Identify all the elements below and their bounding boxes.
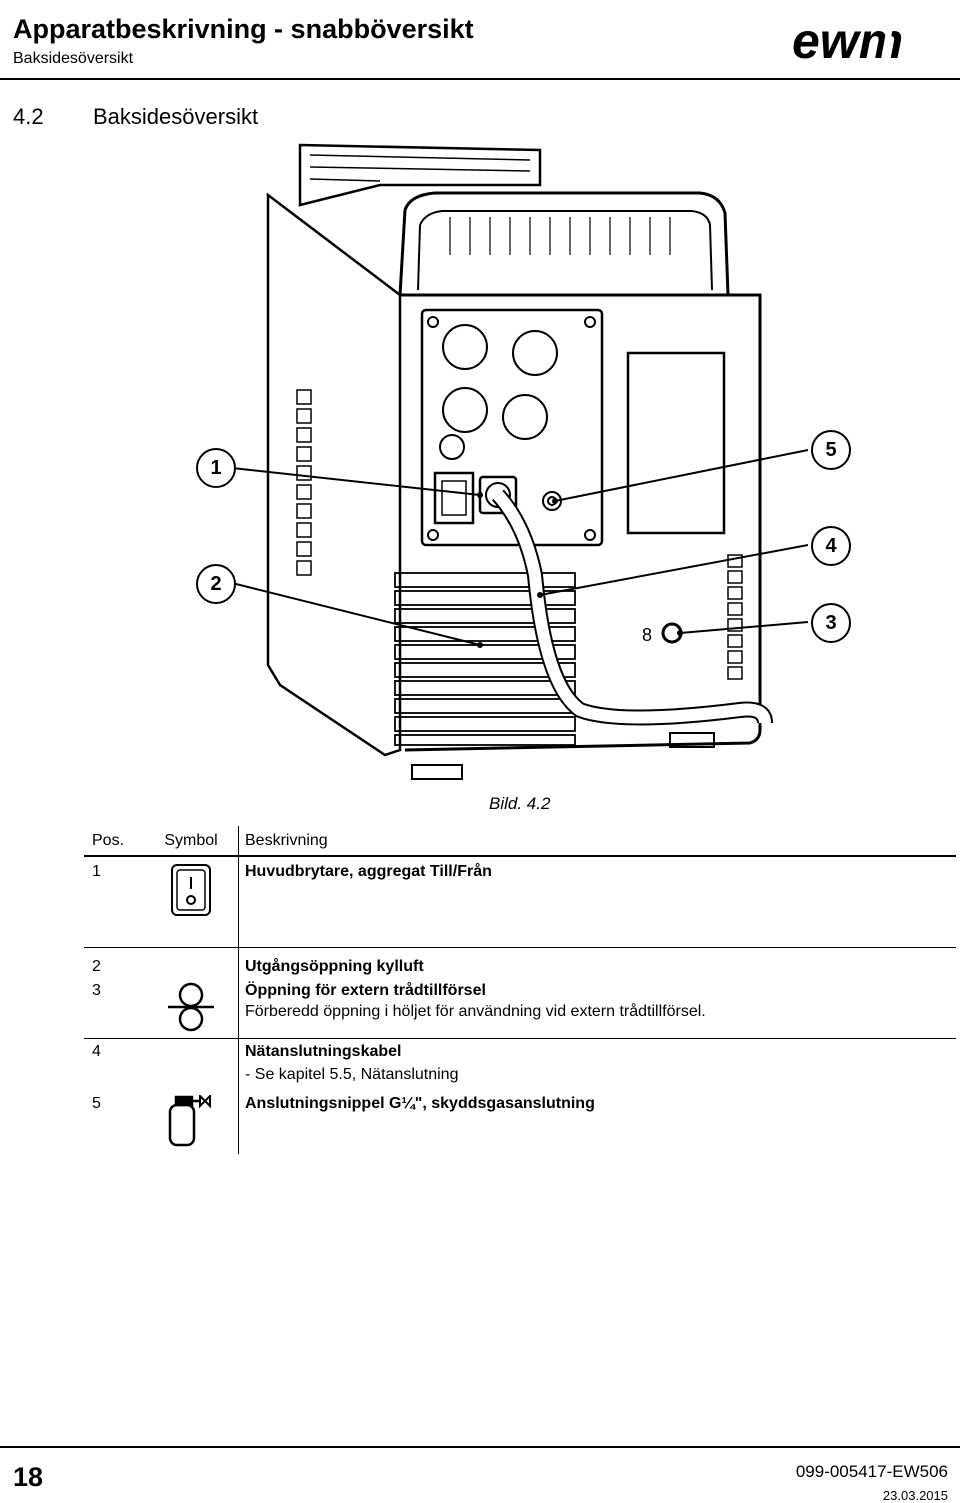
row-pos: 3 (92, 982, 101, 999)
table-row: 4 Nätanslutningskabel - Se kapitel 5.5, … (84, 1038, 956, 1093)
table-row: 5 Anslutningsnippel G¼", skyddsgasanslut… (84, 1093, 956, 1154)
figure-caption: Bild. 4.2 (489, 794, 551, 813)
document-id: 099-005417-EW506 (795, 1462, 948, 1481)
table-row: 2 Utgångsöppning kylluft (84, 947, 956, 980)
wire-feed-icon (165, 982, 217, 1037)
row-title: Huvudbrytare, aggregat Till/Från (245, 863, 492, 880)
footer-rule (0, 1446, 960, 1448)
section-title: Baksidesöversikt (93, 104, 259, 129)
legend-table: Pos. Symbol Beskrivning 1 (84, 826, 956, 1154)
ewm-logo: ewm (792, 13, 938, 72)
row-title: Nätanslutningskabel (245, 1043, 402, 1060)
page-number: 18 (13, 1462, 44, 1492)
svg-text:8: 8 (642, 625, 652, 645)
row-title: Öppning för extern trådtillförsel (245, 982, 486, 999)
callout-5: 5 (811, 430, 851, 470)
header-rule (0, 78, 960, 80)
table-row: 1 Huvudbrytare, aggregat Till/Från (84, 856, 956, 948)
row-pos: 4 (92, 1043, 101, 1060)
callout-4: 4 (811, 526, 851, 566)
document-date: 23.03.2015 (882, 1488, 948, 1503)
callout-3: 3 (811, 603, 851, 643)
header-description: Beskrivning (245, 831, 328, 849)
row-line: - Se kapitel 5.5, Nätanslutning (245, 1066, 459, 1083)
row-line: Förberedd öppning i höljet för användnin… (245, 1003, 706, 1020)
row-pos: 5 (92, 1095, 101, 1112)
callout-2: 2 (196, 564, 236, 604)
document-title: Apparatbeskrivning - snabböversikt (13, 14, 474, 44)
callout-1: 1 (196, 448, 236, 488)
section-heading: 4.2 Baksidesöversikt (13, 104, 258, 130)
row-pos: 1 (92, 863, 101, 880)
row-pos: 2 (92, 958, 101, 975)
section-number: 4.2 (13, 104, 44, 129)
document-subtitle: Baksidesöversikt (13, 50, 134, 67)
gas-cylinder-icon (166, 1093, 216, 1154)
table-row: 3 Öppning för extern trådtillförsel Förb… (84, 980, 956, 1039)
main-switch-icon (170, 863, 212, 922)
row-title: Anslutningsnippel G¼", skyddsgasanslutni… (245, 1095, 595, 1112)
header-symbol: Symbol (144, 826, 239, 856)
header-pos: Pos. (92, 831, 125, 849)
row-title: Utgångsöppning kylluft (245, 958, 424, 975)
rear-view-illustration: 8 (180, 125, 880, 805)
